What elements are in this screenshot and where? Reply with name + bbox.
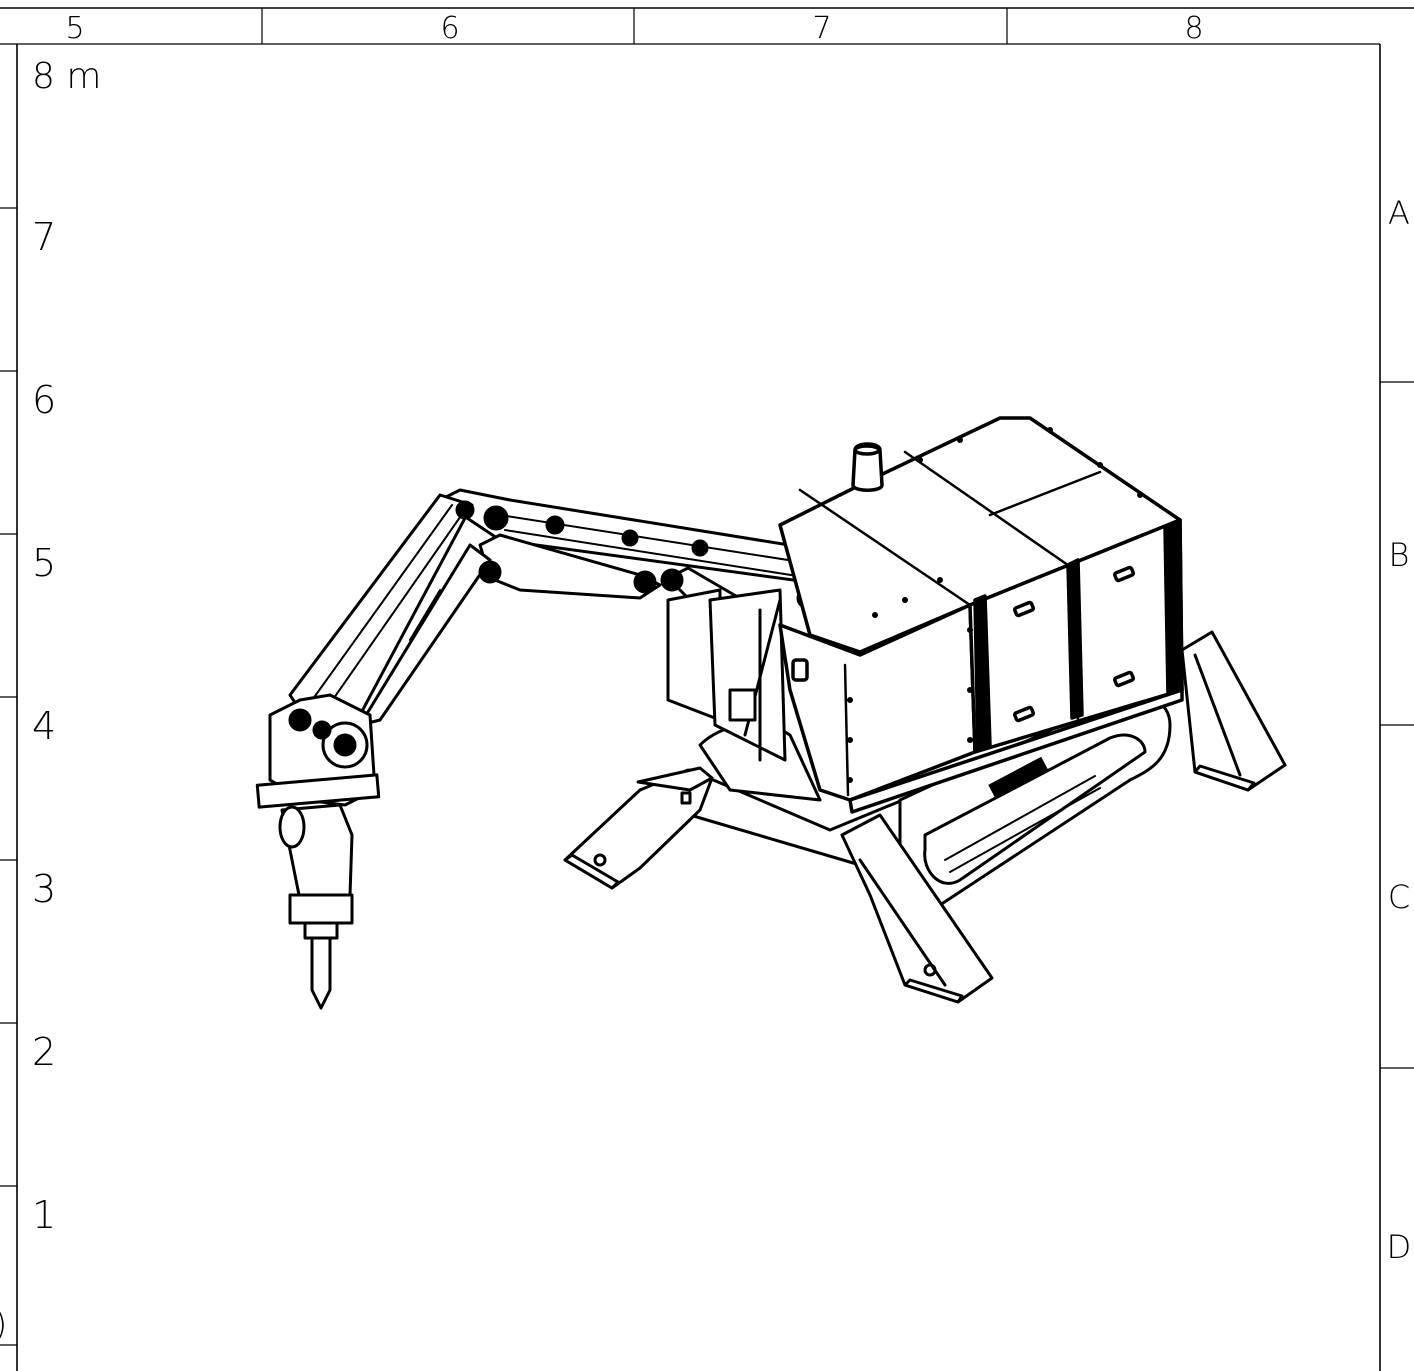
row-label-d: D — [1387, 1228, 1412, 1266]
column-label-8: 8 — [1184, 11, 1203, 46]
scale-tick-1: 1 — [32, 1193, 56, 1237]
scale-tick-5: 5 — [32, 541, 56, 585]
row-label-a: A — [1388, 194, 1410, 232]
scale-tick-3: 3 — [32, 867, 56, 911]
column-label-7: 7 — [812, 11, 831, 46]
row-label-c: C — [1388, 878, 1410, 916]
scale-tick-2: 2 — [32, 1030, 56, 1074]
column-label-5: 5 — [65, 11, 84, 46]
front-right-outrigger — [840, 813, 994, 1004]
hydraulic-breaker — [255, 693, 381, 1010]
engine-housing — [778, 416, 1184, 814]
front-left-outrigger — [563, 766, 714, 890]
housing-bolts — [847, 427, 1173, 783]
scale-unit-label: 8 m — [32, 56, 101, 97]
boom-arm — [288, 488, 842, 732]
row-label-b: B — [1389, 536, 1410, 574]
edge-mark: ) — [0, 1305, 7, 1345]
rear-right-outrigger — [1180, 630, 1287, 792]
demolition-robot-illustration — [255, 416, 1287, 1010]
column-label-6: 6 — [440, 11, 459, 46]
scale-tick-6: 6 — [32, 378, 56, 422]
scale-tick-7: 7 — [32, 215, 56, 259]
drawing-frame — [0, 7, 1414, 1371]
mast-frame — [666, 588, 787, 762]
scale-tick-4: 4 — [32, 704, 56, 748]
